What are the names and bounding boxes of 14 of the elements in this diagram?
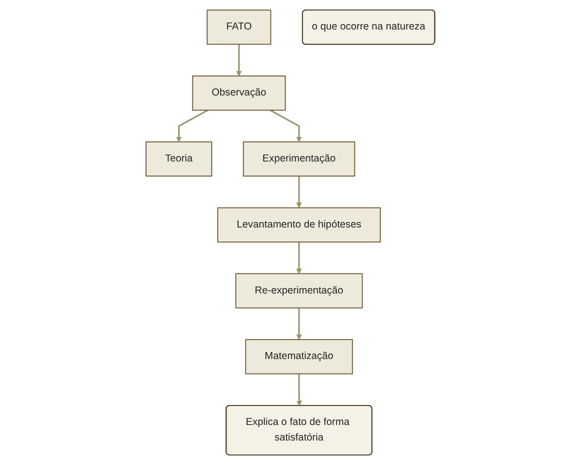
arrow — [236, 44, 242, 76]
node-box: Re-experimentação — [234, 273, 362, 308]
node-box: Teoria — [145, 141, 212, 177]
node-box: Experimentação — [242, 141, 355, 177]
arrow — [176, 110, 208, 142]
node-box: FATO — [206, 10, 271, 45]
arrow — [296, 374, 302, 406]
arrow — [296, 242, 302, 274]
arrow — [296, 176, 302, 208]
node-box: Levantamento de hipóteses — [216, 207, 380, 242]
node-box: Observação — [192, 76, 286, 111]
arrow — [269, 110, 302, 142]
node-box: Matematização — [244, 339, 352, 374]
arrow — [296, 308, 302, 340]
